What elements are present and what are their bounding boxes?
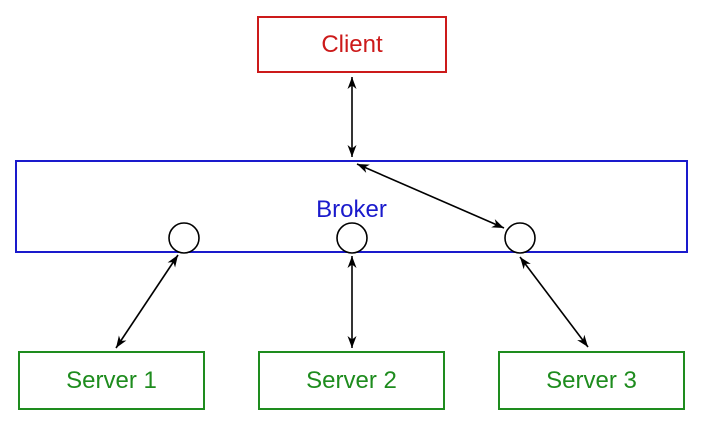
server1-node: Server 1 xyxy=(18,351,205,410)
broker-label: Broker xyxy=(316,196,387,223)
server3-label: Server 3 xyxy=(546,366,637,394)
server2-label: Server 2 xyxy=(306,366,397,394)
arrow-port3-server3 xyxy=(519,256,589,348)
client-node: Client xyxy=(257,16,447,73)
client-label: Client xyxy=(321,30,383,58)
broker-node: Broker xyxy=(15,160,688,253)
server2-node: Server 2 xyxy=(258,351,445,410)
server3-node: Server 3 xyxy=(498,351,685,410)
arrow-port1-server1 xyxy=(115,254,179,349)
server1-label: Server 1 xyxy=(66,366,157,394)
